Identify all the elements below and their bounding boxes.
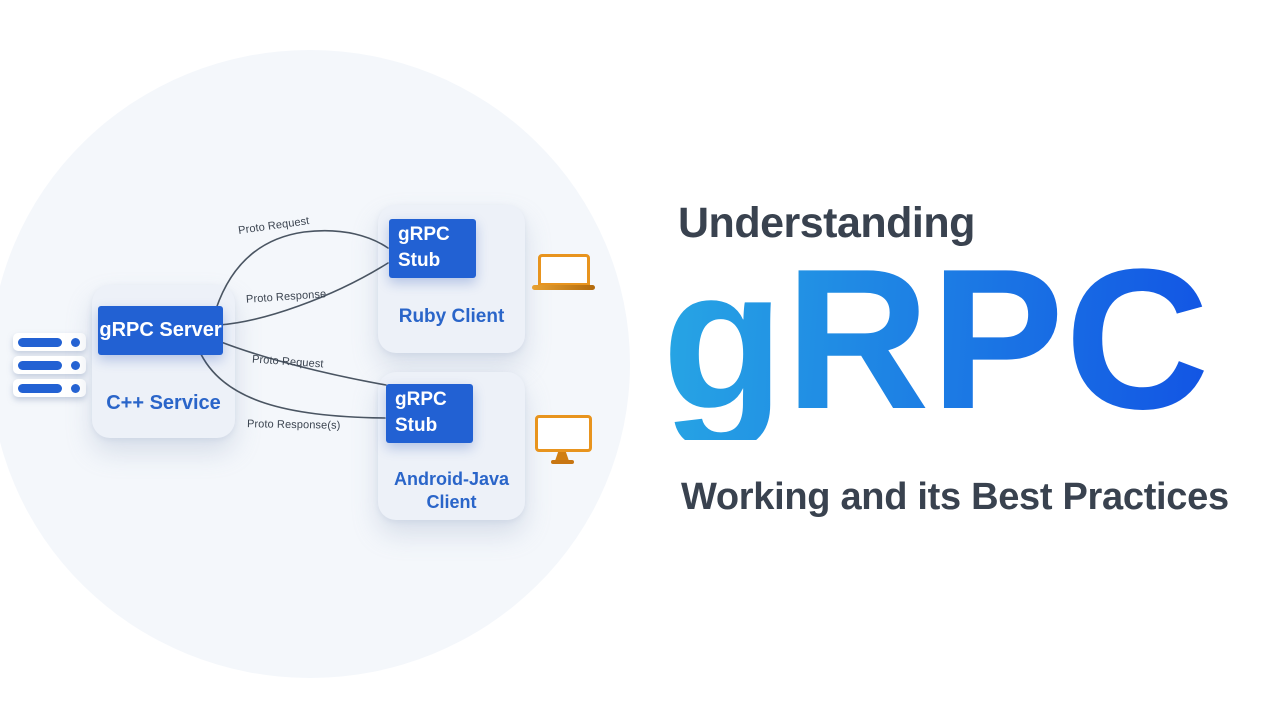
ruby-client-name: Ruby Client: [398, 306, 505, 327]
rack-row: [13, 379, 86, 397]
server-caption: C++ Service: [106, 392, 221, 414]
rack-dot: [71, 360, 80, 370]
monitor-stand: [555, 452, 569, 461]
rack-dot: [71, 337, 80, 347]
android-client-name: Android-Java Client: [393, 469, 510, 512]
rack-bar: [18, 383, 62, 393]
monitor-foot: [551, 460, 574, 464]
laptop-screen: [538, 254, 590, 286]
server-box-label: gRPC Server: [99, 319, 222, 341]
rack-row: [13, 333, 86, 351]
subtitle-text: Working and its Best Practices: [681, 476, 1229, 518]
android-stub-box: gRPC Stub: [386, 384, 473, 443]
ruby-stub-box: gRPC Stub: [389, 219, 476, 278]
monitor-screen: [535, 415, 592, 452]
connection-label-bottom-response: Proto Response(s): [246, 418, 341, 432]
laptop-base: [532, 285, 595, 290]
headline-text: gRPC: [662, 228, 1211, 451]
kicker-text: Understanding: [678, 199, 975, 247]
rack-dot: [71, 383, 80, 393]
rack-bar: [18, 337, 62, 347]
rack-row: [13, 356, 86, 374]
server-box: gRPC Server: [98, 306, 223, 355]
rack-bar: [18, 360, 62, 370]
